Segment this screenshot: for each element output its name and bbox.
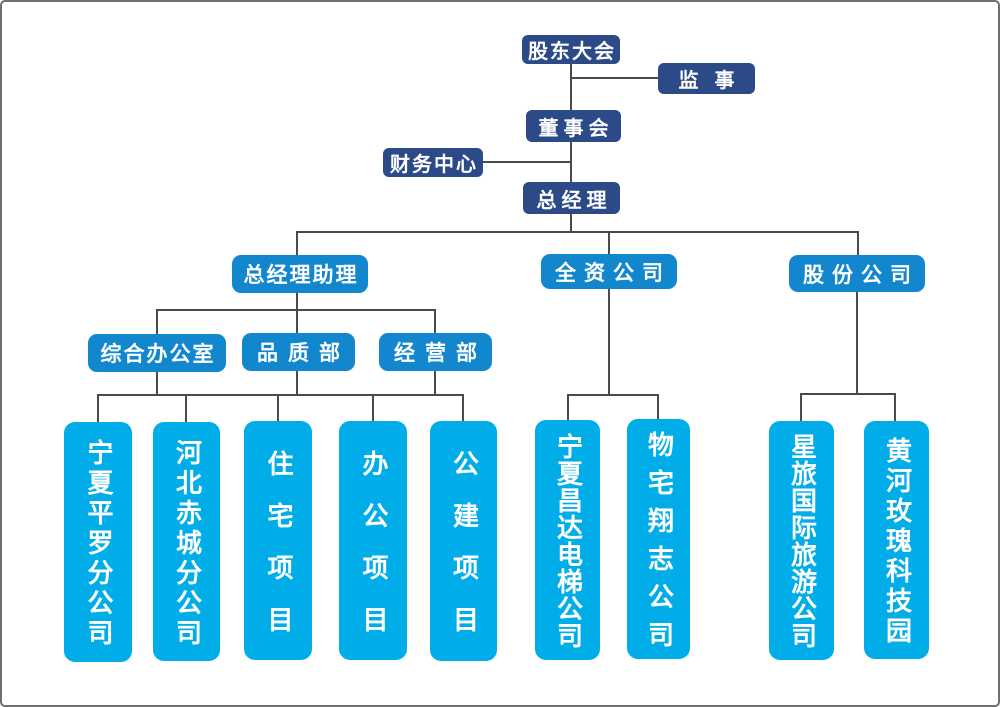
- connector-line: [296, 231, 298, 255]
- node-gm-assistant: 总经理助理: [232, 255, 368, 293]
- node-stock-company: 股份公司: [789, 255, 925, 292]
- connector-line: [800, 393, 896, 395]
- node-supervisors: 监事: [658, 63, 755, 94]
- connector-line: [156, 372, 158, 396]
- connector-line: [434, 309, 436, 333]
- connector-line: [97, 394, 464, 396]
- connector-line: [608, 289, 610, 396]
- connector-line: [434, 371, 436, 396]
- connector-line: [894, 393, 896, 421]
- connector-line: [372, 394, 374, 421]
- node-label: 宁夏平罗分公司: [83, 439, 113, 649]
- node-label: 宁夏昌达电梯公司: [552, 432, 583, 649]
- node-quality-dept: 品质部: [242, 333, 355, 371]
- node-ningxia-pingluo-branch: 宁夏平罗分公司: [64, 422, 132, 662]
- connector-line: [567, 394, 569, 420]
- node-operations-dept: 经营部: [379, 333, 492, 371]
- connector-line: [296, 309, 298, 333]
- connector-line: [482, 161, 572, 163]
- node-board-of-directors: 董事会: [526, 110, 621, 142]
- connector-line: [571, 77, 659, 79]
- node-wuzhai-xiangzhi-company: 物宅翔志公司: [627, 419, 690, 659]
- connector-line: [462, 394, 464, 421]
- connector-line: [857, 231, 859, 255]
- node-label: 河北赤城分公司: [171, 438, 202, 649]
- node-hebei-chicheng-branch: 河北赤城分公司: [153, 422, 220, 661]
- node-xinglv-intl-travel: 星旅国际旅游公司: [769, 421, 834, 660]
- node-label: 公建项目: [448, 450, 479, 658]
- node-label: 黄河玫瑰科技园: [881, 437, 912, 647]
- connector-line: [608, 231, 610, 254]
- connector-line: [657, 394, 659, 419]
- node-label: 住宅项目: [263, 449, 293, 658]
- connector-line: [296, 293, 298, 311]
- connector-line: [156, 309, 158, 334]
- node-shareholders-meeting: 股东大会: [522, 35, 620, 64]
- node-huanghe-rose-tech-park: 黄河玫瑰科技园: [864, 421, 929, 659]
- node-general-manager: 总经理: [523, 182, 620, 214]
- node-finance-center: 财务中心: [383, 148, 483, 177]
- connector-line: [856, 292, 858, 394]
- connector-line: [185, 394, 187, 422]
- node-label: 办公项目: [358, 449, 388, 658]
- node-residential-project: 住宅项目: [244, 421, 312, 660]
- connector-line: [97, 394, 99, 422]
- connector-line: [567, 394, 659, 396]
- node-label: 物宅翔志公司: [643, 431, 674, 659]
- connector-line: [570, 64, 572, 111]
- node-wholly-owned-company: 全资公司: [541, 254, 677, 289]
- node-label: 星旅国际旅游公司: [786, 433, 817, 649]
- connector-line: [296, 231, 859, 233]
- node-office-project: 办公项目: [339, 421, 407, 660]
- connector-line: [800, 393, 802, 421]
- connector-line: [296, 371, 298, 396]
- connector-line: [277, 394, 279, 421]
- node-general-office: 综合办公室: [88, 334, 226, 372]
- node-public-building-project: 公建项目: [430, 421, 497, 661]
- connector-line: [570, 142, 572, 184]
- connector-line: [570, 214, 572, 232]
- node-ningxia-changda-elevator: 宁夏昌达电梯公司: [535, 420, 600, 660]
